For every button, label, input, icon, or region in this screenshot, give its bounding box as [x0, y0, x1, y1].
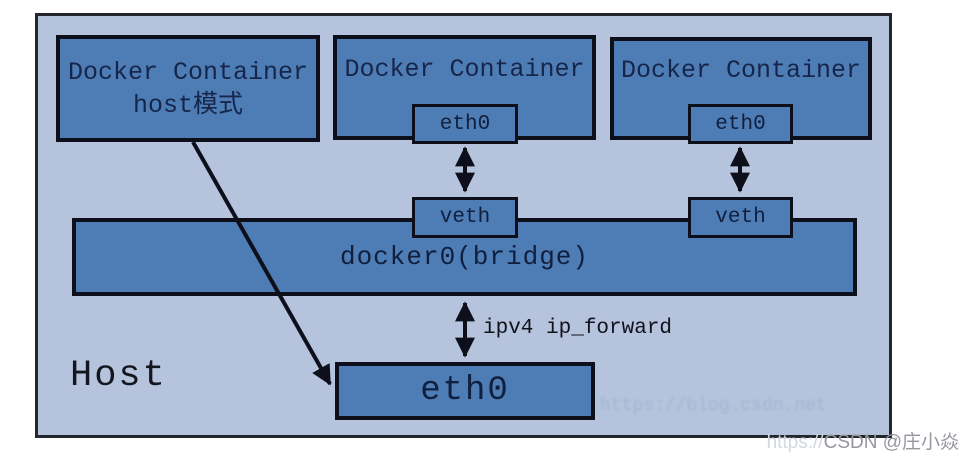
veth-box-2: veth	[688, 197, 793, 238]
container2-title: Docker Container	[344, 55, 585, 84]
container3-title: Docker Container	[620, 56, 862, 85]
docker-container-host-mode: Docker Container host模式	[56, 35, 320, 142]
faint-inner-watermark: https://blog.csdn.net	[600, 396, 827, 416]
watermark-url-prefix: https://	[766, 432, 824, 453]
veth-box-1: veth	[412, 197, 518, 238]
ip-forward-label: ipv4 ip_forward	[483, 317, 673, 340]
container1-title-line2: host模式	[132, 90, 243, 120]
veth1-label: veth	[439, 206, 491, 229]
watermark-handle: CSDN @庄小焱	[823, 432, 959, 453]
csdn-watermark: https://CSDN @庄小焱	[767, 427, 959, 454]
container3-eth0-box: eth0	[688, 104, 793, 144]
host-label: Host	[70, 355, 167, 397]
container2-eth0-box: eth0	[412, 104, 518, 144]
host-eth0-box: eth0	[335, 362, 595, 420]
host-eth0-label: eth0	[420, 372, 510, 410]
container2-eth0-label: eth0	[439, 112, 491, 136]
docker0-bridge-label: docker0(bridge)	[339, 242, 590, 272]
container3-eth0-label: eth0	[715, 112, 766, 136]
veth2-label: veth	[715, 206, 766, 229]
container1-title-line1: Docker Container	[67, 57, 309, 87]
